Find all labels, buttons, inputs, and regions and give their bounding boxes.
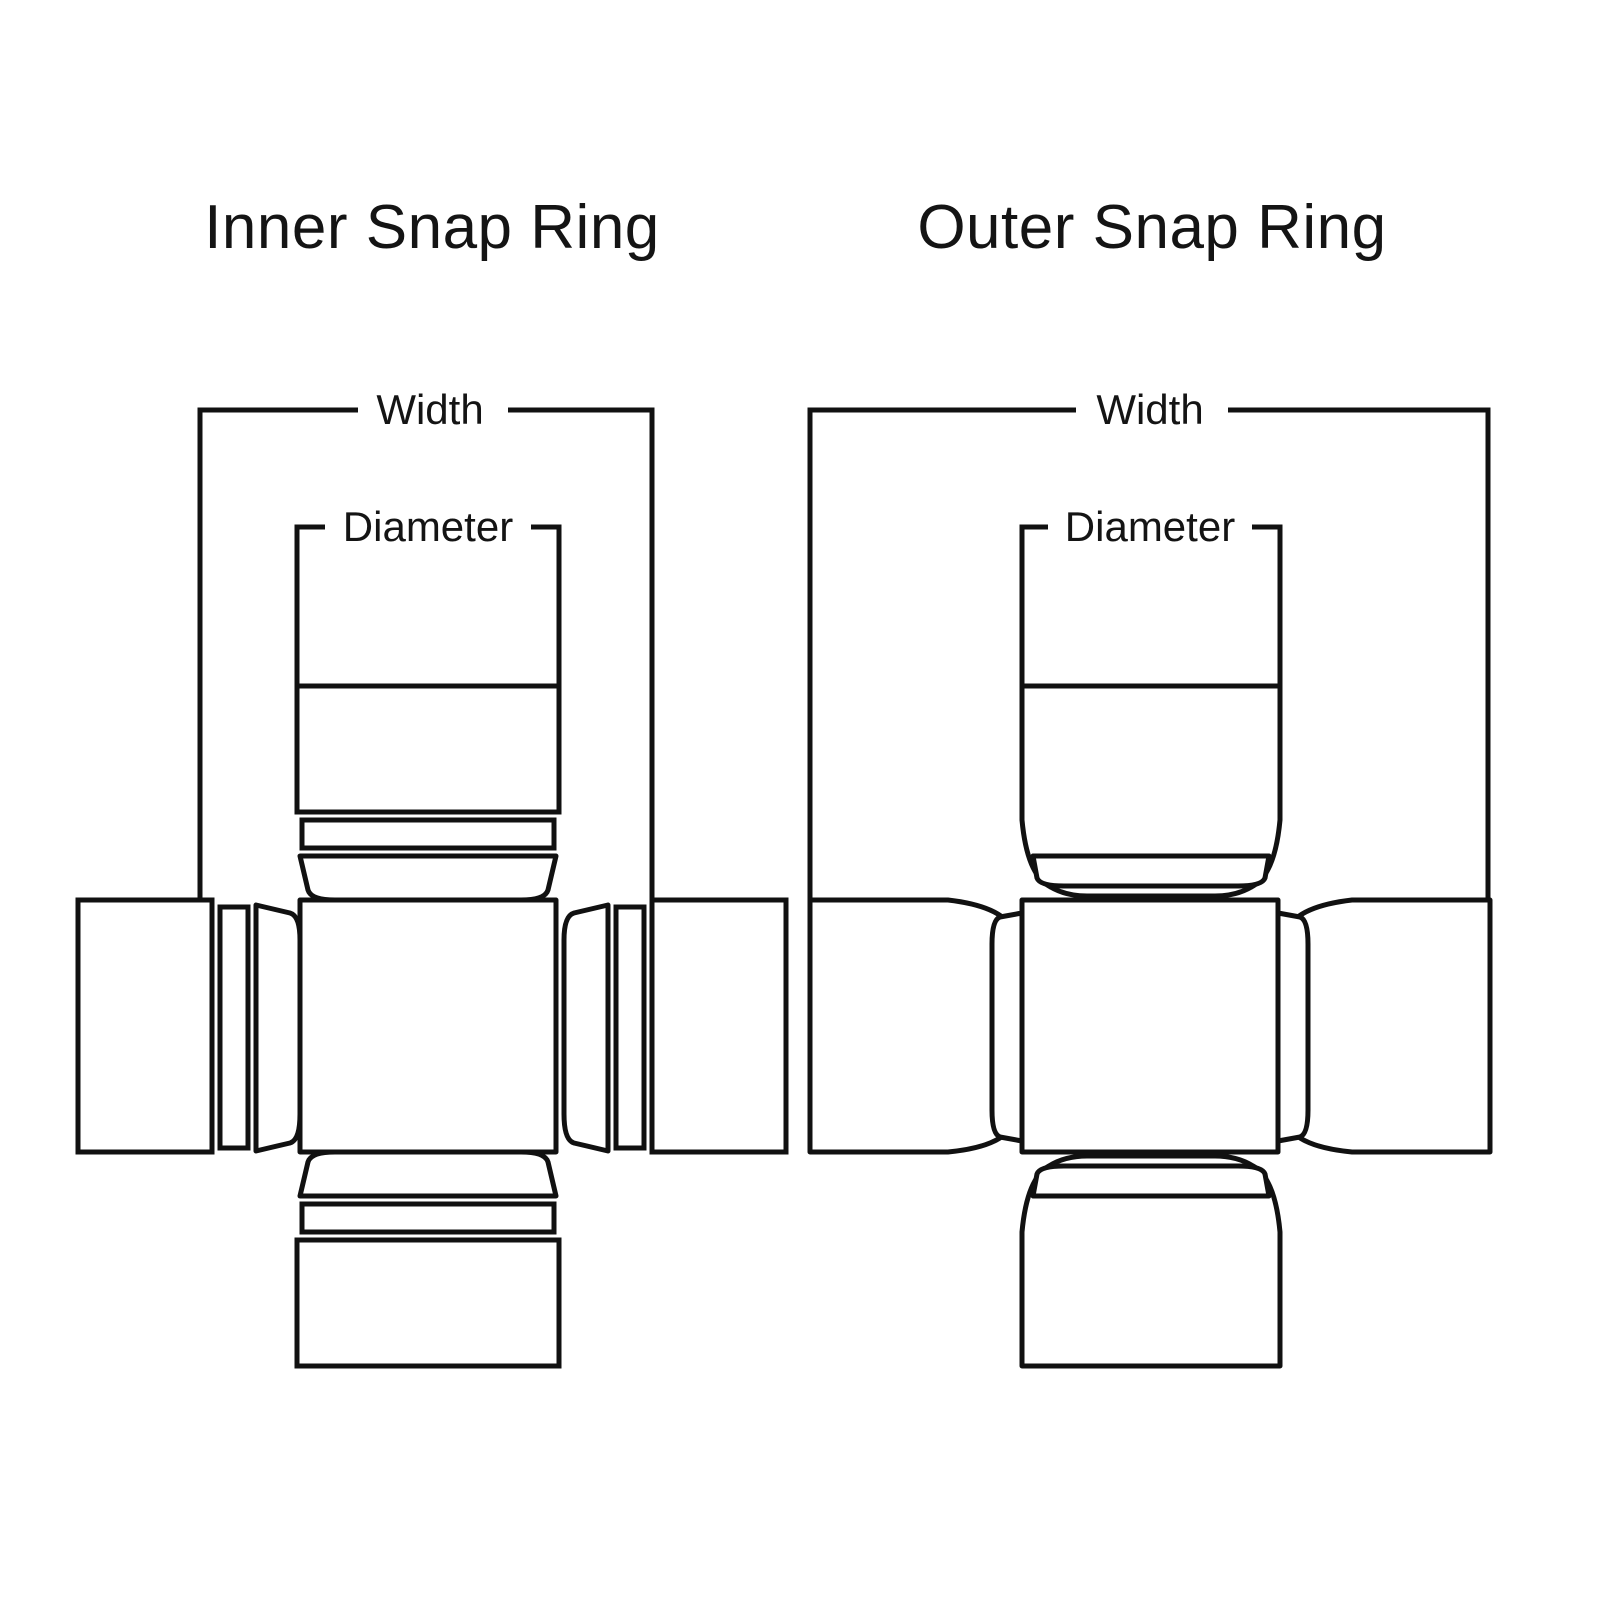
inner-top-outer-cap	[294, 683, 562, 815]
diameter-bracket-right-inner	[531, 524, 562, 686]
panel-outer-snap-ring: Outer Snap Ring	[807, 193, 1493, 1369]
outer-center-body	[1019, 897, 1281, 1155]
diameter-label-outer: Diameter	[1065, 503, 1235, 550]
inner-right-arm	[561, 897, 789, 1155]
dimension-width-outer: Width	[807, 386, 1491, 900]
inner-left-outer-cap	[75, 897, 215, 1155]
outer-right-arm	[1275, 897, 1493, 1155]
width-label-outer: Width	[1096, 386, 1203, 433]
inner-bottom-arm	[294, 1149, 562, 1369]
width-bracket-left-outer	[807, 407, 1076, 900]
inner-left-shoulder	[253, 902, 303, 1154]
outer-left-arm	[807, 897, 1025, 1155]
width-label-inner: Width	[376, 386, 483, 433]
outer-bottom-arm	[1019, 1153, 1283, 1369]
width-bracket-left-inner	[197, 407, 358, 900]
inner-right-shoulder	[561, 902, 611, 1154]
panel-title-outer: Outer Snap Ring	[917, 193, 1386, 262]
inner-bottom-outer-cap	[294, 1237, 562, 1369]
inner-center-body	[297, 897, 559, 1155]
inner-left-arm	[75, 897, 303, 1155]
dimension-diameter-outer: Diameter	[1019, 503, 1283, 686]
diameter-bracket-right-outer	[1252, 524, 1283, 686]
panel-title-inner: Inner Snap Ring	[204, 193, 660, 262]
width-bracket-right-inner	[508, 407, 655, 900]
inner-right-outer-cap	[649, 897, 789, 1155]
inner-top-snapring-band	[299, 817, 557, 851]
diameter-bracket-left-inner	[294, 524, 325, 686]
inner-left-snapring-band	[217, 904, 251, 1151]
inner-top-arm	[294, 683, 562, 903]
inner-top-shoulder	[297, 853, 559, 903]
width-bracket-right-outer	[1228, 407, 1491, 900]
dimension-diameter-inner: Diameter	[294, 503, 562, 686]
outer-right-inner-band	[1275, 910, 1311, 1144]
diameter-bracket-left-outer	[1019, 524, 1048, 686]
inner-bottom-shoulder	[297, 1149, 559, 1199]
outer-top-inner-band	[1030, 853, 1272, 889]
diameter-label-inner: Diameter	[343, 503, 513, 550]
outer-bottom-inner-band	[1030, 1163, 1272, 1199]
outer-left-inner-band	[989, 910, 1025, 1144]
outer-top-arm	[1019, 683, 1283, 899]
panel-inner-snap-ring: Inner Snap Ring	[75, 193, 789, 1369]
inner-right-snapring-band	[613, 904, 647, 1151]
dimension-width-inner: Width	[197, 386, 655, 900]
inner-bottom-snapring-band	[299, 1201, 557, 1235]
